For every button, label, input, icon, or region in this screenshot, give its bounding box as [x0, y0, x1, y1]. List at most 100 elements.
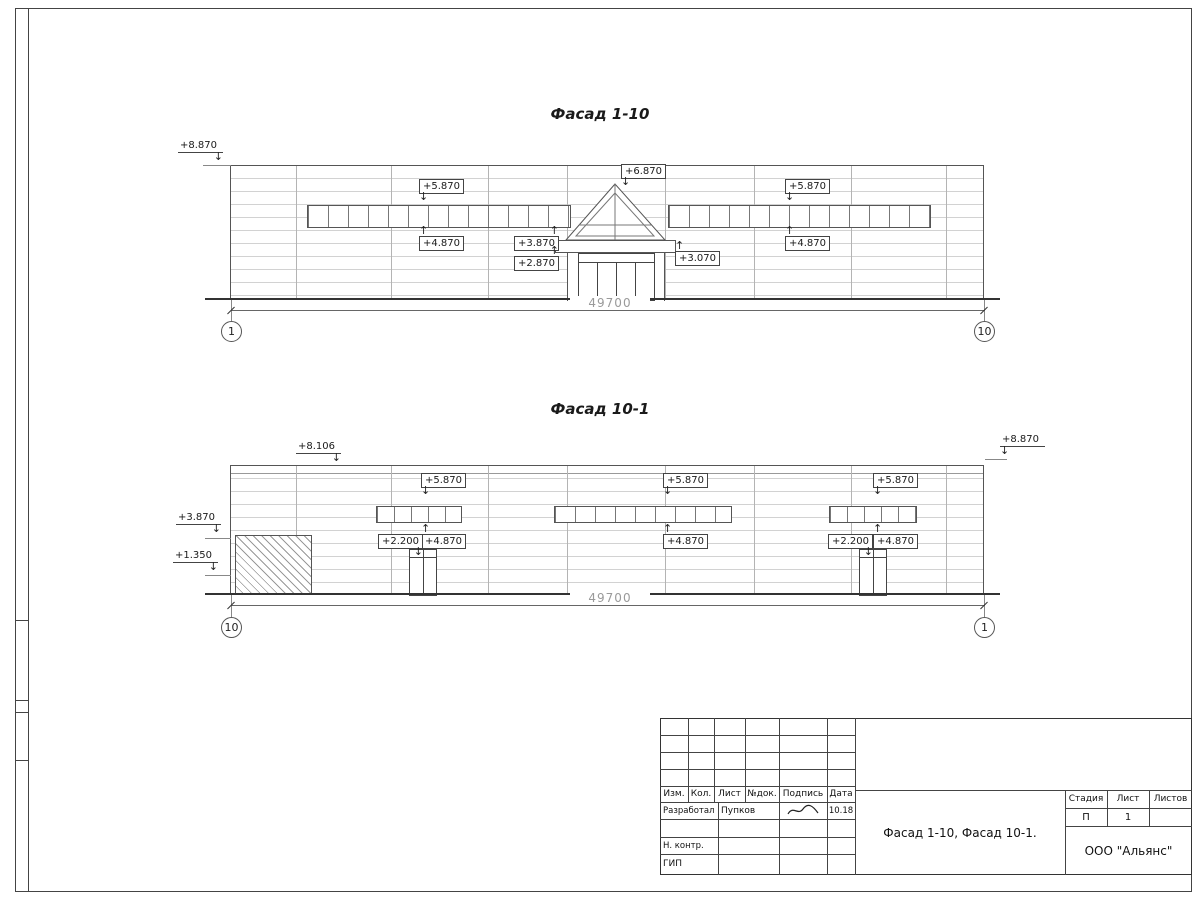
elevation-mark: +4.870 ↑: [873, 523, 919, 549]
facade1-building: [230, 165, 984, 301]
extension-line: [205, 575, 231, 576]
door-c: [859, 549, 887, 596]
extension-line: [231, 595, 232, 617]
arrow-up-icon: ↑: [873, 522, 883, 535]
column-line: [851, 466, 852, 594]
column-line: [754, 166, 755, 299]
elevation-mark: +5.870 ↓: [663, 473, 709, 496]
arrow-down-icon: ↓: [663, 484, 673, 497]
door-transom: [579, 254, 654, 263]
elevation-mark: +3.070 ↑: [675, 240, 721, 266]
dimension-line: [231, 310, 985, 311]
louver-hatch-panel: [235, 535, 312, 595]
elevation-mark: +4.870 ↑: [419, 225, 465, 251]
column-line: [754, 466, 755, 594]
elevation-mark: +8.870 ↓: [1000, 433, 1046, 456]
door-panes: [579, 263, 654, 300]
window-strip-right: [668, 205, 931, 228]
arrow-down-icon: ↓: [621, 175, 631, 188]
arrow-up-icon: ↑: [421, 522, 431, 535]
column-line: [488, 166, 489, 299]
window-strip-a: [376, 506, 462, 523]
extension-line: [205, 538, 231, 539]
column-line: [391, 166, 392, 299]
column-line: [567, 166, 568, 299]
sheets-label: Листов: [1153, 794, 1188, 804]
dimension-line: [231, 605, 985, 606]
column-line: [391, 466, 392, 594]
column-line: [946, 166, 947, 299]
col-podpis: Подпись: [782, 789, 824, 799]
arrow-down-icon: ↓: [213, 150, 224, 163]
arrow-up-icon: ↑: [785, 224, 795, 237]
col-izm: Изм.: [663, 789, 685, 799]
title-block-border: [660, 718, 1192, 875]
arrow-down-icon: ↓: [421, 484, 431, 497]
door-a: [409, 549, 437, 596]
gip-label: ГИП: [663, 859, 682, 869]
elevation-mark: +8.870 ↓: [178, 139, 224, 163]
margin-divider: [15, 620, 28, 621]
entrance-pediment: [565, 183, 666, 241]
parapet-line: [231, 473, 983, 474]
elevation-mark: +5.870 ↓: [785, 179, 831, 202]
arrow-down-icon: ↓: [1000, 444, 1010, 457]
developer-date: 10.18: [828, 805, 854, 816]
column-line: [665, 466, 666, 594]
arrow-down-icon: ↓: [873, 484, 883, 497]
axis-marker-right: 10: [974, 321, 995, 342]
margin-divider: [15, 700, 28, 701]
dimension-label: 49700: [570, 591, 650, 605]
column-line: [665, 166, 666, 299]
window-strip-c: [829, 506, 917, 523]
arrow-down-icon: ↓: [419, 190, 429, 203]
sheet-frame: [15, 8, 1192, 892]
facade2-title: Фасад 10-1: [550, 400, 650, 418]
column-line: [296, 166, 297, 299]
facade1-title: Фасад 1-10: [550, 105, 650, 123]
developer-name: Пупков: [721, 805, 756, 816]
column-line: [851, 166, 852, 299]
extension-line: [984, 595, 985, 617]
developer-label: Разработал: [663, 805, 715, 816]
arrow-down-icon: ↓: [785, 190, 795, 203]
margin-divider: [15, 760, 28, 761]
axis-marker-right: 1: [974, 617, 995, 638]
axis-marker-left: 1: [221, 321, 242, 342]
signature-icon: [787, 804, 819, 815]
margin-divider: [15, 712, 28, 713]
arrow-down-icon: ↓: [331, 451, 342, 464]
elevation-mark: +3.870 ↓: [176, 511, 222, 535]
col-ndok: №док.: [747, 789, 777, 799]
axis-marker-left: 10: [221, 617, 242, 638]
column-line: [567, 466, 568, 594]
elevation-mark: +6.870 ↓: [621, 164, 667, 187]
elevation-mark: +2.200 ↓: [828, 534, 874, 557]
arrow-down-icon: ↓: [211, 522, 222, 535]
sheet-value: 1: [1124, 811, 1132, 823]
elevation-mark: +4.870 ↑: [785, 225, 831, 251]
company-name: ООО "Альянс": [1084, 843, 1173, 858]
entrance-canopy: [555, 240, 676, 253]
col-kol: Кол.: [690, 789, 712, 799]
arrow-down-icon: ↓: [863, 545, 874, 558]
arrow-up-icon: ↑: [663, 522, 673, 535]
arrow-down-icon: ↓: [208, 560, 219, 573]
arrow-up-icon: ↑: [419, 224, 429, 237]
arrow-up-icon: ↑: [549, 224, 560, 237]
col-list: Лист: [718, 789, 741, 799]
elevation-mark: +4.870 ↑: [663, 523, 709, 549]
extension-line: [985, 459, 1007, 460]
doc-title: Фасад 1-10, Фасад 10-1.: [883, 825, 1037, 840]
elevation-mark: +2.870 ↑: [514, 245, 560, 271]
window-strip-left: [307, 205, 571, 228]
column-line: [488, 466, 489, 594]
elevation-mark: +5.870 ↓: [421, 473, 467, 496]
facade2-building: [230, 465, 984, 596]
entrance-doors: [578, 253, 655, 301]
column-line: [296, 466, 297, 594]
elevation-mark: +4.870 ↑: [421, 523, 467, 549]
column-line: [946, 466, 947, 594]
dimension-label: 49700: [570, 296, 650, 310]
